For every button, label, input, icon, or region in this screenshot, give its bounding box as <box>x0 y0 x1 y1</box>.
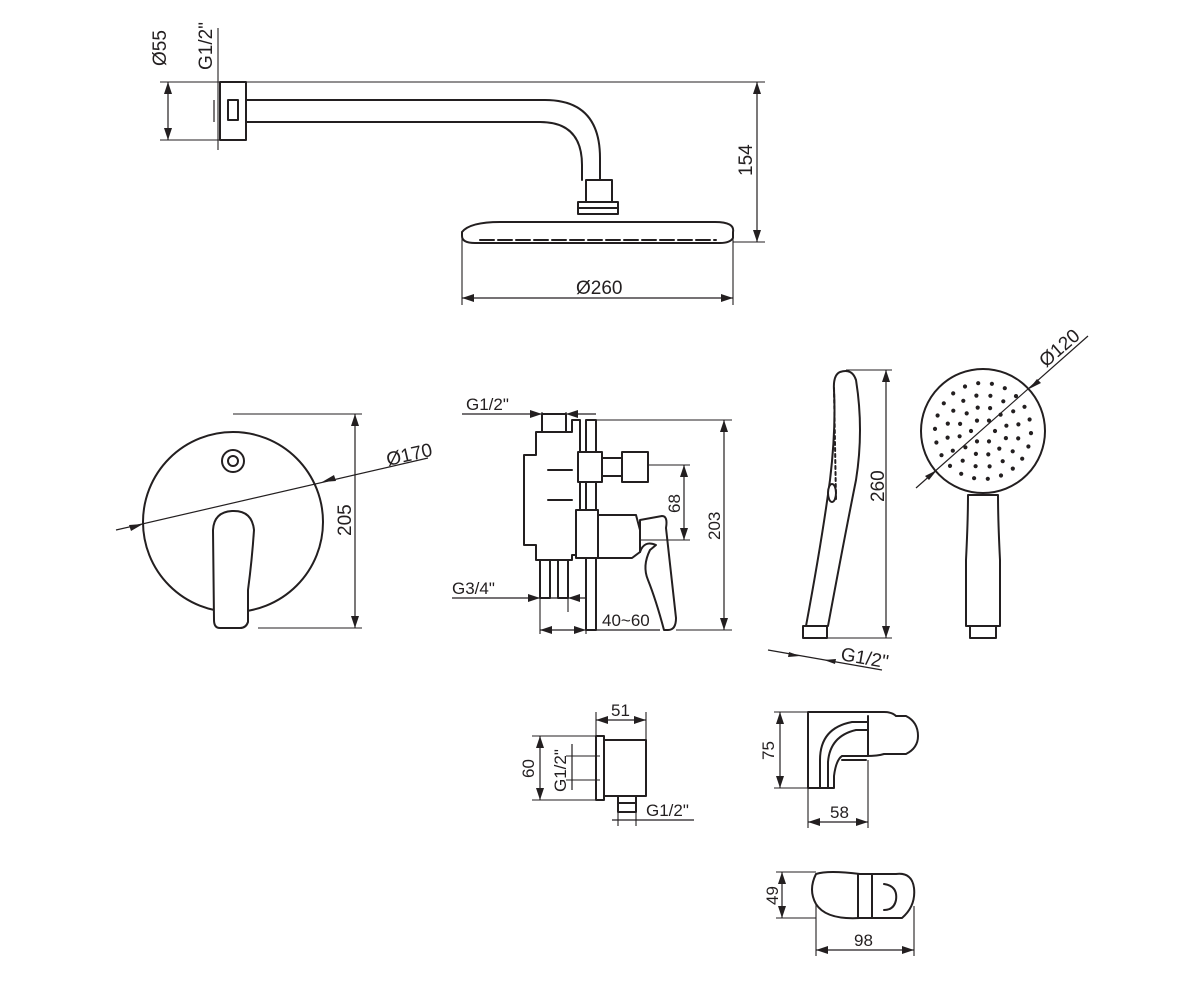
head-arm-thread-label: G1/2" <box>196 22 217 70</box>
mixer-height-label: 205 <box>335 504 356 536</box>
nozzle-dot <box>1010 466 1015 471</box>
nozzle-dot <box>976 381 981 386</box>
nozzle-dot <box>973 464 978 469</box>
nozzle-dot <box>985 476 990 481</box>
nozzle-dot <box>1022 404 1027 409</box>
shower-head-assembly: Ø55 G1/2" 154 Ø260 <box>150 22 765 305</box>
nozzle-dot <box>959 471 964 476</box>
nozzle-dot <box>986 452 991 457</box>
nozzle-dot <box>958 421 963 426</box>
nozzle-dot <box>963 445 968 450</box>
nozzle-dot <box>950 448 955 453</box>
nozzle-dot <box>986 439 992 444</box>
nozzle-dot <box>1000 459 1005 464</box>
wall-elbow: 51 60 G1/2" G1/2" <box>519 701 694 826</box>
nozzle-dot <box>1001 399 1006 404</box>
nozzle-dot <box>962 384 968 389</box>
nozzle-dot <box>964 411 969 416</box>
holder-side-view: 75 58 <box>759 711 919 828</box>
hand-length-label: 260 <box>868 470 889 502</box>
nozzle-dot <box>1003 436 1009 441</box>
elbow-width-label: 51 <box>611 701 630 720</box>
nozzle-dot <box>989 381 995 386</box>
nozzle-dot <box>939 453 944 458</box>
nozzle-dot <box>951 408 956 413</box>
hand-shower-side-view: 260 G1/2" <box>767 369 892 673</box>
body-thread-top-label: G1/2" <box>466 395 509 414</box>
nozzle-dot <box>947 463 953 468</box>
elbow-thread-side-label: G1/2" <box>551 749 570 792</box>
head-arm-diameter-label: Ø55 <box>150 30 171 66</box>
nozzle-dot <box>968 428 974 434</box>
nozzle-dot <box>1028 431 1034 436</box>
nozzle-dot <box>951 391 956 396</box>
holder-height-label: 75 <box>759 741 778 760</box>
nozzle-dot <box>975 405 980 410</box>
mixer-front-view: Ø170 205 <box>115 413 434 629</box>
nozzle-dot <box>986 418 992 423</box>
hand-head-diameter-label: Ø120 <box>1036 325 1085 371</box>
holder-top-height-label: 49 <box>763 886 782 905</box>
nozzle-dot <box>1016 422 1021 427</box>
nozzle-dot <box>961 398 966 403</box>
hand-shower-front-view: Ø120 <box>915 325 1089 639</box>
nozzle-dot <box>1026 444 1031 449</box>
body-depth-label: 40~60 <box>602 611 650 630</box>
elbow-thread-bottom-label: G1/2" <box>646 801 689 820</box>
hand-thread-label: G1/2" <box>839 644 890 673</box>
nozzle-dot <box>1020 456 1025 461</box>
nozzle-dot <box>974 418 980 423</box>
elbow-height-label: 60 <box>519 759 538 778</box>
nozzle-dot <box>1013 394 1019 399</box>
nozzle-dot <box>997 446 1002 451</box>
nozzle-dot <box>934 440 939 445</box>
body-thread-bottom-label: G3/4" <box>452 579 495 598</box>
holder-top-width-label: 98 <box>854 931 873 950</box>
nozzle-dot <box>1004 423 1009 428</box>
nozzle-dot <box>945 435 950 440</box>
nozzle-dot <box>973 451 979 456</box>
nozzle-dot <box>960 458 965 463</box>
nozzle-dot <box>1010 449 1015 454</box>
mixer-body-side-view: G1/2" 68 203 G3/4" 40~60 <box>452 395 732 634</box>
mixer-diameter-label: Ø170 <box>384 440 434 471</box>
nozzle-dot <box>998 473 1004 478</box>
nozzle-dot <box>1002 386 1007 391</box>
body-height-label: 203 <box>705 512 724 540</box>
nozzle-dot <box>988 393 993 398</box>
nozzle-dot <box>987 464 992 469</box>
nozzle-dot <box>988 406 993 411</box>
nozzle-dot <box>935 413 940 418</box>
nozzle-dot <box>1016 436 1021 441</box>
head-height-label: 154 <box>736 144 757 176</box>
holder-top-view: 49 98 <box>763 871 916 956</box>
nozzle-dot <box>1011 409 1016 414</box>
nozzle-dot <box>974 439 980 444</box>
holder-width-label: 58 <box>830 803 849 822</box>
nozzle-dot <box>932 426 938 431</box>
nozzle-dot <box>941 401 946 406</box>
head-diameter-label: Ø260 <box>576 278 622 299</box>
nozzle-pattern <box>932 381 1034 481</box>
nozzle-dot <box>945 421 950 426</box>
nozzle-dot <box>957 434 962 439</box>
nozzle-dot <box>1027 417 1032 422</box>
nozzle-dot <box>974 393 979 398</box>
nozzle-dot <box>972 476 977 481</box>
nozzle-dot <box>992 428 998 434</box>
body-offset-label: 68 <box>665 494 684 513</box>
